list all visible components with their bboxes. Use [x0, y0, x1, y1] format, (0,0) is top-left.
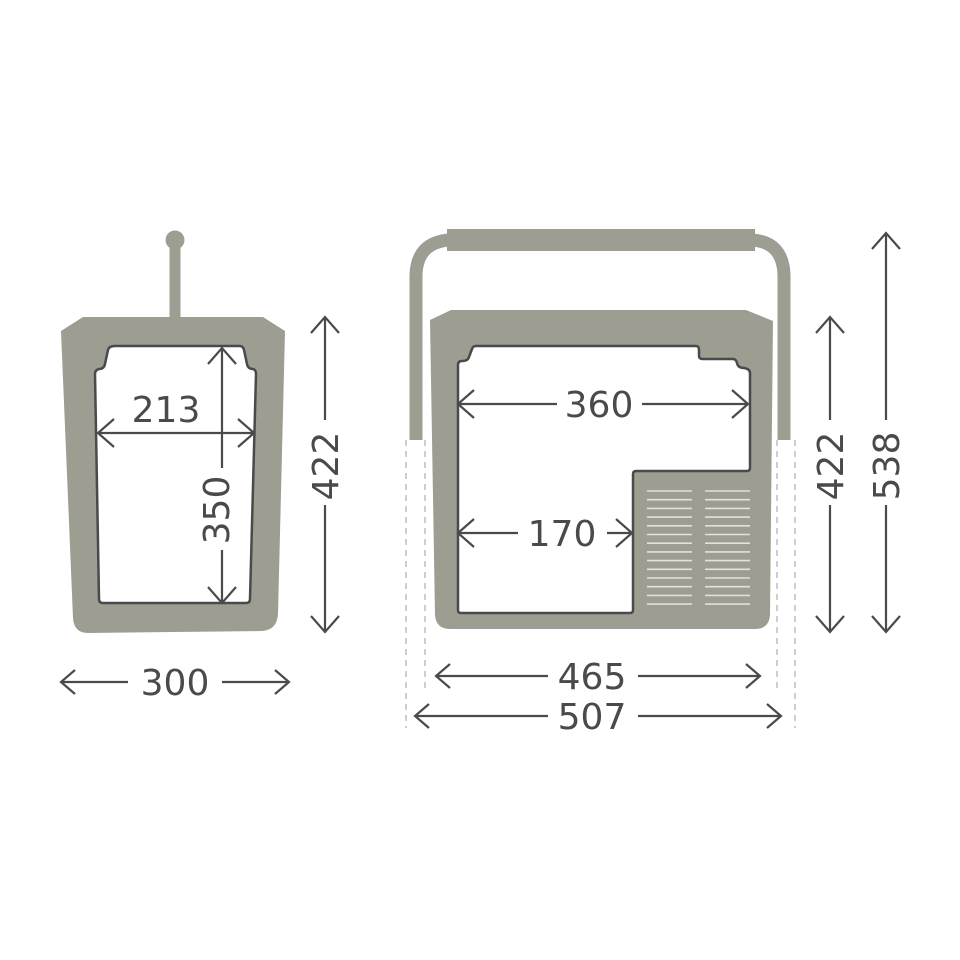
handle-arms — [409, 233, 791, 440]
dim-538: 538 — [867, 231, 908, 634]
vent-grille — [647, 490, 750, 605]
dim-422-side: 422 — [306, 315, 347, 634]
side-handle-knob — [165, 230, 185, 250]
dim-label-422-side: 422 — [306, 432, 347, 501]
dim-label-507: 507 — [558, 697, 627, 738]
dim-465: 465 — [434, 657, 762, 698]
front-inner-compartment — [456, 344, 752, 615]
dim-360: 360 — [456, 385, 750, 426]
dim-label-465: 465 — [558, 657, 627, 698]
front-view: 360 170 422 538 465 507 — [405, 229, 908, 738]
side-view: 213 350 422 300 — [59, 230, 347, 704]
dim-label-422-front: 422 — [811, 432, 852, 501]
dim-label-360: 360 — [565, 385, 634, 426]
dim-170: 170 — [456, 514, 634, 555]
dim-507: 507 — [413, 697, 783, 738]
dim-label-170: 170 — [528, 514, 597, 555]
dim-350: 350 — [197, 346, 238, 605]
dim-213: 213 — [96, 390, 256, 448]
dim-label-213: 213 — [132, 390, 201, 431]
dashed-guides — [405, 440, 796, 728]
dim-label-350: 350 — [197, 476, 238, 545]
side-inner-compartment — [93, 344, 258, 605]
handle-grip — [447, 229, 755, 251]
dim-label-300: 300 — [141, 663, 210, 704]
dim-label-538: 538 — [867, 432, 908, 501]
dim-300: 300 — [59, 663, 291, 704]
dim-422-front: 422 — [811, 315, 852, 634]
